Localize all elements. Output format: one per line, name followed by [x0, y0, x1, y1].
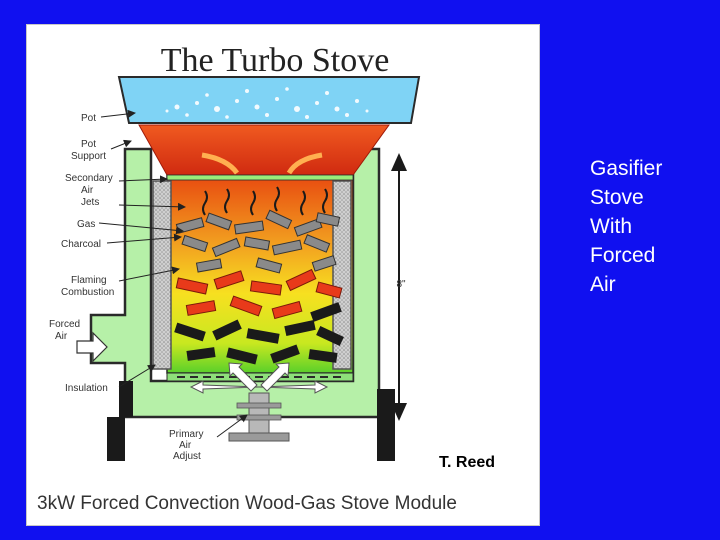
label-charcoal: Charcoal — [61, 239, 101, 250]
caption-line-4: Forced — [590, 244, 656, 267]
label-flaming-1: Flaming — [71, 275, 107, 286]
grate — [166, 372, 354, 382]
figure-title: The Turbo Stove — [161, 42, 390, 79]
stove-diagram-figure: The Turbo Stove — [26, 24, 540, 526]
credit-text: T. Reed — [439, 454, 495, 471]
label-secondary-2: Air — [81, 185, 94, 196]
label-pot-support-1: Pot — [81, 139, 96, 150]
caption-line-3: With — [590, 215, 632, 238]
insulation-left — [152, 180, 172, 370]
insulation-right — [332, 180, 352, 370]
component-labels: Pot Pot Support Secondary Air Jets Gas C… — [49, 109, 248, 462]
height-dimension: 8" — [391, 153, 407, 421]
primary-air-arrows — [189, 362, 329, 394]
slide-caption: Gasifier Stove With Forced Air — [590, 154, 710, 299]
charcoal-pieces — [175, 209, 341, 274]
primary-air-valve[interactable] — [228, 392, 290, 442]
pot — [117, 76, 421, 124]
bubbles — [165, 87, 369, 119]
label-secondary-3: Jets — [81, 197, 99, 208]
label-primary-2: Air — [179, 440, 192, 451]
label-gas: Gas — [77, 219, 95, 230]
caption-line-5: Air — [590, 273, 616, 296]
label-pot-support-2: Support — [71, 151, 106, 162]
label-forced-air-2: Air — [55, 331, 68, 342]
label-secondary-1: Secondary — [65, 173, 113, 184]
burning-wood — [175, 268, 343, 320]
gas-wisps — [202, 186, 328, 216]
stove-body — [89, 147, 395, 461]
label-insulation: Insulation — [65, 383, 108, 394]
caption-line-2: Stove — [590, 186, 644, 209]
stove-diagram-svg: The Turbo Stove — [37, 42, 495, 514]
label-forced-air-1: Forced — [49, 319, 80, 330]
flame-cone — [138, 124, 390, 176]
unburnt-wood — [174, 302, 344, 365]
label-pot: Pot — [81, 113, 96, 124]
combustion-chamber — [166, 174, 354, 374]
forced-air-arrow — [76, 331, 108, 363]
caption-line-1: Gasifier — [590, 157, 663, 180]
label-primary-3: Adjust — [173, 451, 201, 462]
figure-caption: 3kW Forced Convection Wood-Gas Stove Mod… — [37, 493, 457, 514]
label-primary-1: Primary — [169, 429, 203, 440]
label-flaming-2: Combustion — [61, 287, 114, 298]
height-label: 8" — [396, 279, 406, 290]
